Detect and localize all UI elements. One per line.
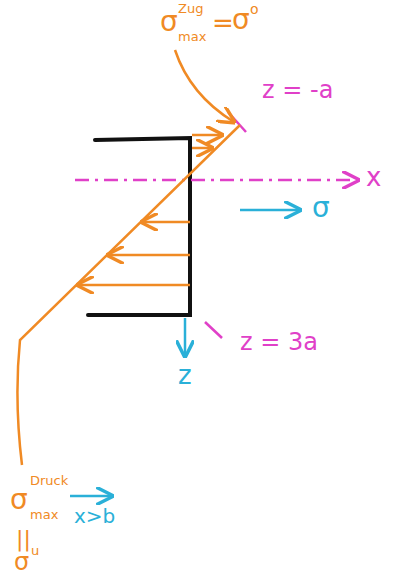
- stress-symbol: σ: [14, 550, 29, 574]
- stress-symbol: σ: [160, 8, 178, 36]
- subscript: max: [30, 508, 58, 521]
- position-label: z = -a: [262, 78, 333, 102]
- cross-section: [88, 138, 190, 315]
- stress-line: [17, 125, 240, 465]
- axis-label: z: [178, 362, 192, 388]
- subscript: max: [178, 30, 206, 43]
- stress-arrows: [78, 135, 222, 285]
- equality-mark: ||: [16, 528, 31, 550]
- position-label: z = 3a: [240, 330, 318, 354]
- stress-symbol: σ: [10, 486, 28, 514]
- direction-arrow: [184, 318, 187, 356]
- superscript: o: [250, 2, 259, 16]
- equals-sign: =: [212, 10, 234, 36]
- axis-line: [75, 179, 358, 182]
- leader-line: [175, 50, 234, 122]
- superscript: u: [31, 544, 39, 557]
- axis-label: x: [366, 164, 381, 190]
- direction-arrow: [240, 209, 300, 212]
- superscript: Druck: [30, 474, 68, 487]
- condition-label: x>b: [74, 506, 115, 526]
- direction-arrow: [70, 495, 112, 498]
- superscript: Zug: [178, 2, 203, 15]
- stress-symbol: σ: [232, 6, 250, 34]
- position-tick: [205, 322, 222, 338]
- stress-symbol: σ: [312, 194, 330, 222]
